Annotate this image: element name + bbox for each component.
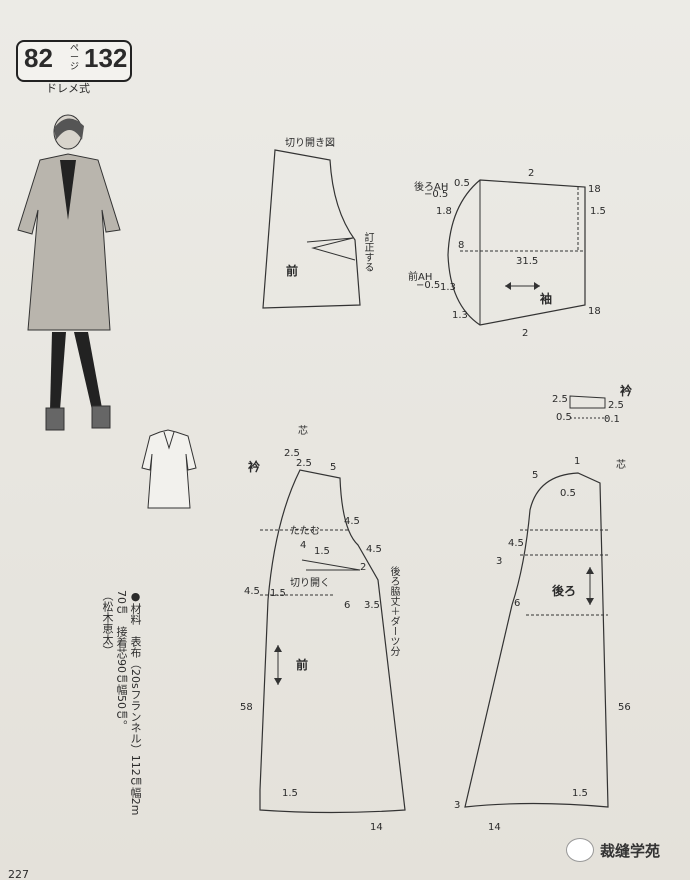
method-subtitle: ドレメ式	[46, 82, 90, 95]
front-v2-5b: 2.5	[296, 458, 312, 469]
front-v4: 4	[300, 540, 307, 551]
sleeve-right-bottom: 18	[588, 306, 601, 317]
back-v3: 3	[496, 556, 503, 567]
front-v3-5: 3.5	[364, 600, 380, 611]
sleeve-label: 袖	[540, 292, 553, 306]
model-illustration	[17, 114, 121, 431]
sleeve-bottom: 2	[522, 328, 529, 339]
page-unit: ページ	[70, 44, 80, 72]
slash-diagram-title: 切り開き図	[285, 138, 335, 149]
back-v1: 1	[574, 456, 581, 467]
sleeve-mid: 8	[458, 240, 465, 251]
front-v2-5a: 2.5	[284, 448, 300, 459]
slash-diagram	[262, 149, 361, 309]
front-v4-5b: 4.5	[244, 586, 260, 597]
sleeve-front-ah-val: −0.5	[416, 280, 441, 291]
back-v3b: 3	[454, 800, 461, 811]
materials-line-2: 70㎝ 接着芯90㎝幅50㎝。	[115, 590, 128, 731]
collar-h2: 2.5	[608, 400, 624, 411]
back-v6: 6	[514, 598, 521, 609]
front-pattern	[259, 469, 406, 814]
back-v56: 56	[618, 702, 631, 713]
back-v0-5: 0.5	[560, 488, 576, 499]
back-pattern	[464, 472, 609, 808]
sleeve-front-ah: 前AH	[408, 272, 433, 283]
sleeve-back-ah: 後ろAH	[414, 182, 449, 193]
back-label: 後ろ	[552, 584, 577, 598]
back-interfacing: 芯	[616, 460, 626, 471]
page-number: 227	[8, 868, 29, 880]
front-v2: 2	[360, 562, 367, 573]
front-v1-5c: 1.5	[282, 788, 298, 799]
materials-note: ●材料 表布（20sフランネル）112㎝幅2m 70㎝ 接着芯90㎝幅50㎝。 …	[100, 590, 142, 820]
front-v1-5: 1.5	[314, 546, 330, 557]
front-p4-5: 4.5	[366, 544, 382, 555]
watermark-text: 裁缝学苑	[600, 842, 661, 860]
materials-line-1: ●材料 表布（20sフランネル）112㎝幅2m	[129, 590, 142, 816]
collar-w1: 0.5	[556, 412, 572, 423]
front-v1-5b: 1.5	[270, 588, 286, 599]
back-v5: 5	[532, 470, 539, 481]
front-note: 後ろ脇丈＋ダーツ分	[388, 566, 399, 656]
collar-label: 衿	[620, 384, 633, 398]
front-slash: 切り開く	[290, 578, 330, 589]
back-v1-5: 1.5	[572, 788, 588, 799]
back-v4-5: 4.5	[508, 538, 524, 549]
sleeve-right-side: 1.5	[590, 206, 606, 217]
front-v6: 6	[344, 600, 351, 611]
front-v4-5: 4.5	[344, 516, 360, 527]
sleeve-width: 31.5	[516, 256, 539, 267]
back-v14: 14	[488, 822, 501, 833]
collar-w2: 0.1	[604, 414, 620, 425]
sleeve-pattern	[447, 179, 586, 326]
front-label: 前	[296, 658, 309, 672]
front-interfacing: 芯	[298, 426, 308, 437]
sleeve-left3: 1.3	[452, 310, 468, 321]
flat-sketch	[141, 429, 197, 509]
wechat-icon	[566, 838, 594, 862]
front-collar-tag: 衿	[248, 460, 261, 474]
slash-note: 訂正する	[362, 232, 373, 272]
page-reference-badge: 82 ページ 132	[16, 40, 132, 82]
materials-line-3: （松木恵太）	[101, 590, 114, 656]
sleeve-left1: 1.8	[436, 206, 452, 217]
sleeve-back-ah-val: −0.5	[424, 189, 449, 200]
front-v5: 5	[330, 462, 337, 473]
sleeve-top: 2	[528, 168, 535, 179]
front-v14: 14	[370, 822, 383, 833]
front-fold: たたむ	[290, 526, 320, 537]
slash-piece-label: 前	[286, 264, 299, 278]
collar-pattern	[569, 395, 610, 419]
collar-h1: 2.5	[552, 394, 568, 405]
page-left-number: 82	[24, 43, 53, 73]
sleeve-back-cap: 0.5	[454, 178, 470, 189]
sleeve-left2: 1.3	[440, 282, 456, 293]
sleeve-right-top: 18	[588, 184, 601, 195]
page-right-number: 132	[84, 43, 128, 73]
front-v58: 58	[240, 702, 253, 713]
